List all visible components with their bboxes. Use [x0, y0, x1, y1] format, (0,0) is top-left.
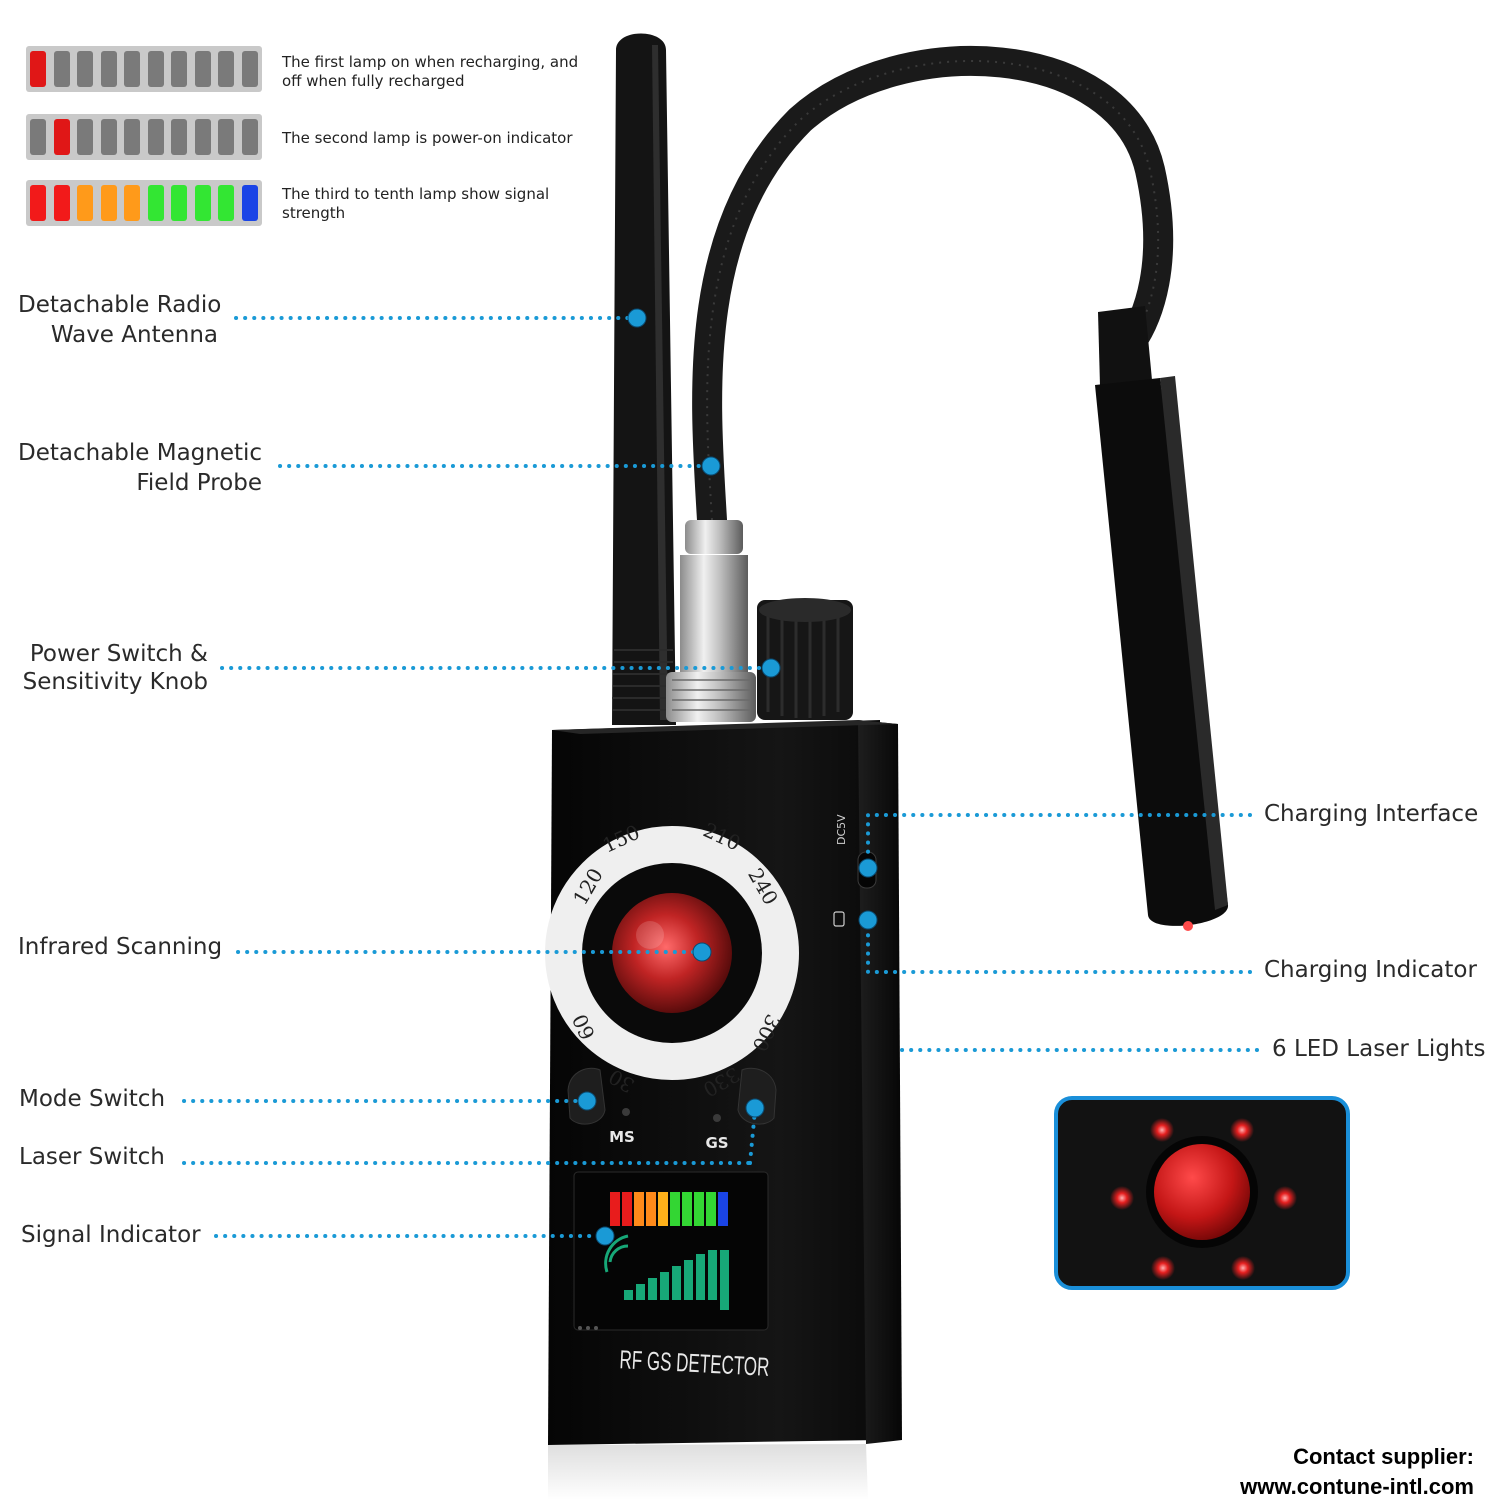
lamp-light	[77, 185, 94, 221]
lamp-light	[218, 119, 235, 155]
probe-connector	[685, 520, 743, 554]
callout-charging-interface: Charging Interface	[1264, 801, 1479, 827]
led-inset	[1054, 1096, 1350, 1290]
contact-supplier: Contact supplier: www.contune-intl.com	[1240, 1442, 1474, 1502]
lamp-strip-power	[26, 114, 262, 160]
callout-probe-line1: Detachable Magnetic	[18, 440, 263, 466]
display-strength-bars	[624, 1250, 729, 1310]
lamp-light	[100, 185, 117, 221]
lamp-light	[194, 185, 211, 221]
callout-power: Power Switch & Sensitivity Knob	[18, 640, 208, 696]
lamp-light	[171, 51, 188, 87]
lamp-light	[100, 51, 117, 87]
lamp-strip-signal	[26, 180, 262, 226]
ms-label: MS	[609, 1128, 635, 1146]
lamp-light	[218, 51, 235, 87]
callout-antenna-line1: Detachable Radio	[18, 292, 222, 318]
laser-button	[1154, 1144, 1250, 1240]
lamp-description-recharging: The first lamp on when recharging, and o…	[282, 53, 579, 90]
lamp-light	[124, 185, 141, 221]
callout-signal: Signal Indicator	[21, 1222, 201, 1248]
callout-antenna: Detachable Radio Wave Antenna	[18, 290, 222, 350]
callout-mode: Mode Switch	[19, 1086, 166, 1112]
gs-label: GS	[705, 1134, 728, 1152]
callout-probe: Detachable Magnetic Field Probe	[18, 438, 262, 498]
callout-power-line2: Sensitivity Knob	[22, 669, 208, 695]
infrared-lens	[612, 893, 732, 1013]
lamp-light	[241, 51, 258, 87]
lamp-light	[30, 119, 46, 155]
callout-infrared: Infrared Scanning	[18, 934, 223, 960]
lamp-light	[194, 51, 211, 87]
lamp-light	[218, 185, 235, 221]
contact-url[interactable]: www.contune-intl.com	[1240, 1474, 1474, 1499]
battery-icon	[833, 911, 845, 927]
lamp-description-signal: The third to tenth lamp show signal stre…	[282, 185, 550, 222]
lamp-light	[30, 185, 46, 221]
callout-laser: Laser Switch	[19, 1144, 165, 1170]
probe-handle	[1098, 306, 1152, 386]
callout-led-lights: 6 LED Laser Lights	[1272, 1036, 1486, 1062]
lamp-light	[53, 119, 70, 155]
lamp-light	[241, 185, 258, 221]
lamp-light	[147, 185, 164, 221]
lamp-light	[100, 119, 117, 155]
lamp-light	[171, 185, 188, 221]
lamp-light	[171, 119, 188, 155]
lamp-light	[124, 119, 141, 155]
lamp-light	[53, 51, 70, 87]
probe-gooseneck	[692, 45, 1174, 535]
laser-leds	[1110, 1118, 1297, 1280]
callout-probe-line2: Field Probe	[136, 470, 262, 496]
lamp-light	[77, 119, 94, 155]
lamp-light	[77, 51, 94, 87]
callout-antenna-line2: Wave Antenna	[50, 322, 218, 348]
callout-dots	[577, 308, 878, 1246]
leader-lines	[182, 316, 1260, 1238]
wave-icon	[604, 1234, 629, 1273]
lamp-light	[147, 119, 164, 155]
lamp-light	[30, 51, 46, 87]
lamp-light	[53, 185, 70, 221]
probe-tip-led-icon	[1183, 921, 1193, 931]
lamp-strip-recharging	[26, 46, 262, 92]
lamp-light	[124, 51, 141, 87]
lamp-light	[147, 51, 164, 87]
callout-charging-indicator: Charging Indicator	[1264, 957, 1477, 983]
contact-line1: Contact supplier:	[1293, 1444, 1474, 1469]
callout-power-line1: Power Switch &	[29, 641, 208, 667]
dc-label: DC5V	[835, 814, 848, 845]
display-level-bars	[610, 1192, 728, 1226]
lamp-light	[241, 119, 258, 155]
lamp-light	[194, 119, 211, 155]
lamp-description-power: The second lamp is power-on indicator	[282, 129, 573, 147]
